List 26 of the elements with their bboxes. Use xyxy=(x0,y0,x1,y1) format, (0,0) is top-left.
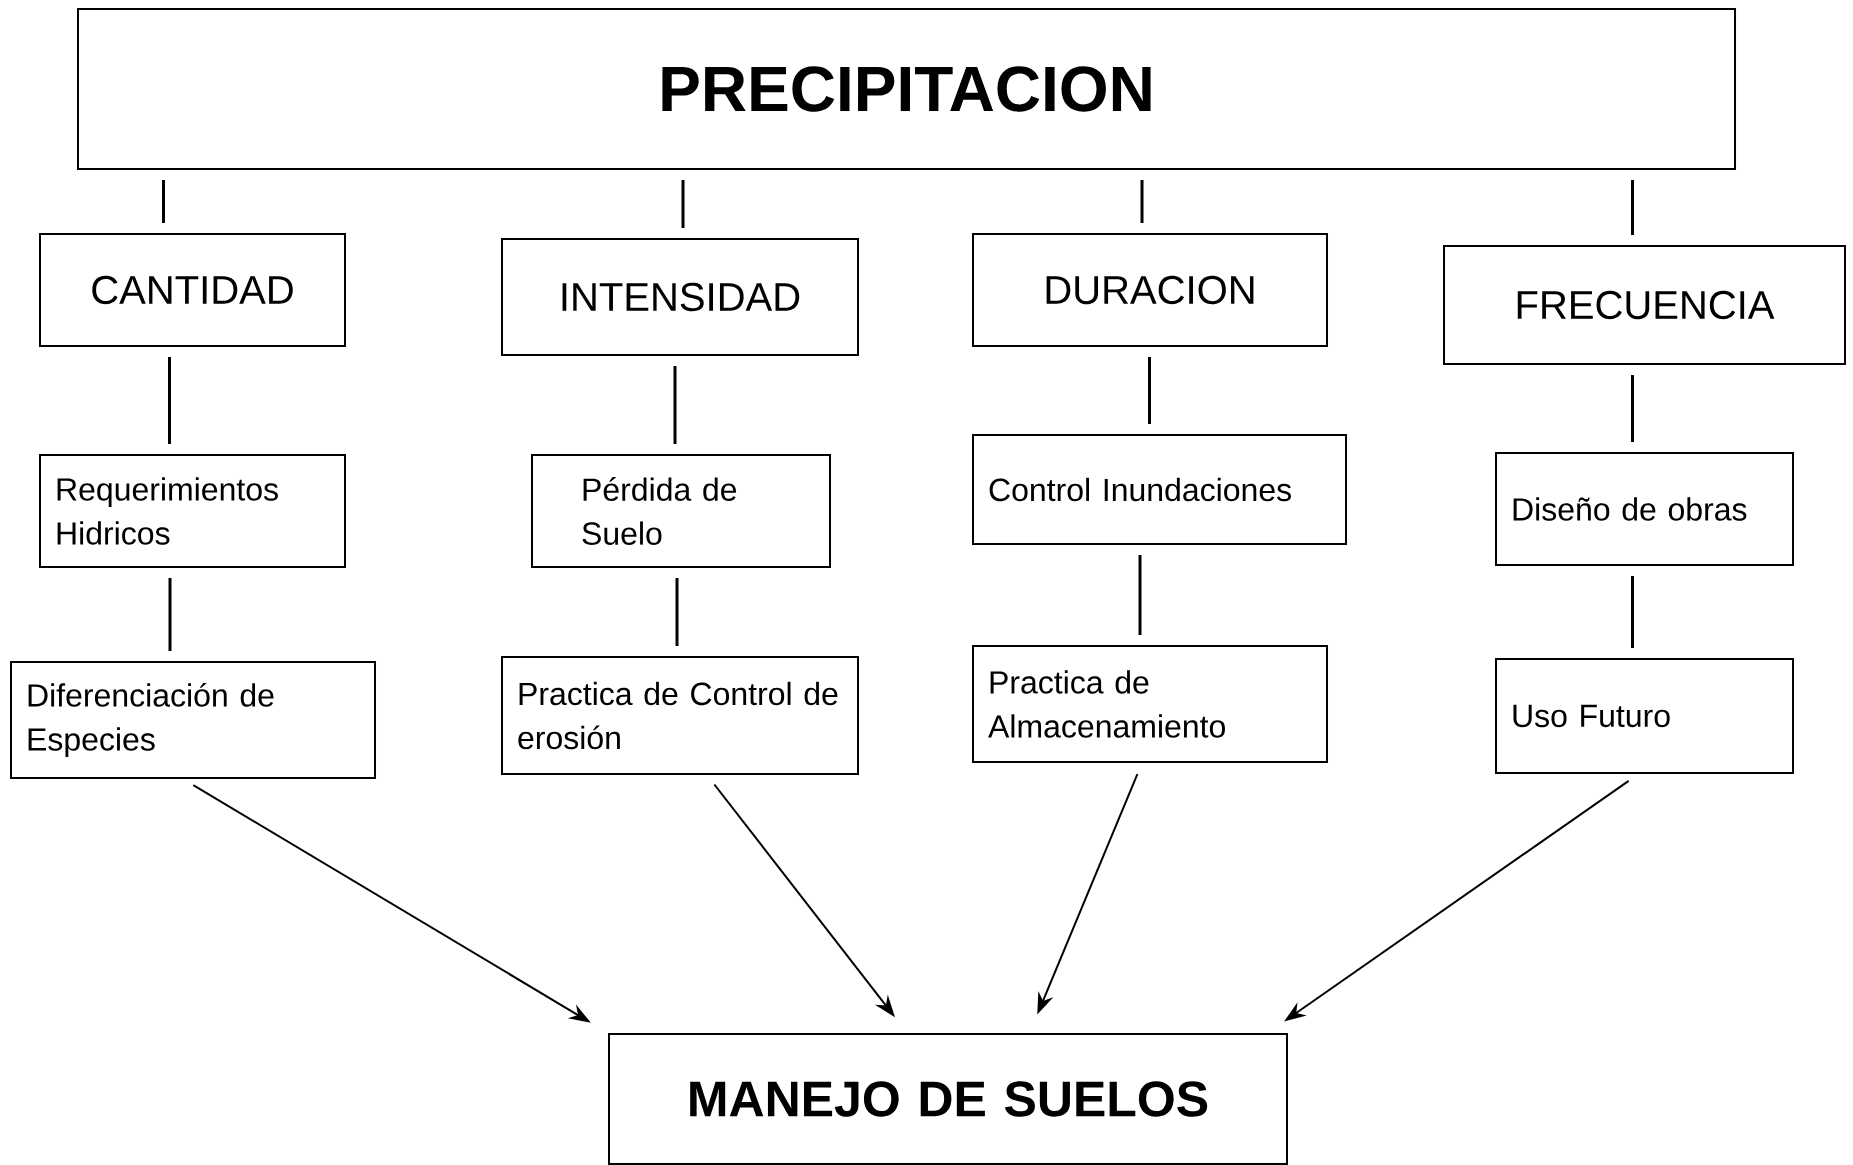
process-box: Practica de Control de erosión xyxy=(501,656,859,775)
category-box: INTENSIDAD xyxy=(501,238,859,356)
connector-line xyxy=(1631,576,1634,648)
category-box: DURACION xyxy=(972,233,1328,347)
connector-line xyxy=(162,180,165,223)
connector-line xyxy=(1631,180,1634,235)
process-box: Uso Futuro xyxy=(1495,658,1794,774)
category-box: CANTIDAD xyxy=(39,233,346,347)
process-box: Requerimientos Hidricos xyxy=(39,454,346,568)
process-box: Control Inundaciones xyxy=(972,434,1347,545)
title-box: PRECIPITACION xyxy=(77,8,1736,170)
process-box: Diseño de obras xyxy=(1495,452,1794,566)
connector-line xyxy=(681,180,685,228)
process-box: Practica de Almacenamiento xyxy=(972,645,1328,763)
connector-line xyxy=(168,578,172,651)
connector-line xyxy=(1140,180,1144,223)
process-box: Diferenciación de Especies xyxy=(10,661,376,779)
process-box: Pérdida de Suelo xyxy=(531,454,831,568)
connector-line xyxy=(1631,375,1634,442)
result-box: MANEJO DE SUELOS xyxy=(608,1033,1288,1165)
connector-line xyxy=(168,357,171,444)
connector-line xyxy=(673,366,677,444)
connector-line xyxy=(1138,555,1142,635)
connector-line xyxy=(675,578,679,646)
category-box: FRECUENCIA xyxy=(1443,245,1846,365)
connector-line xyxy=(1148,357,1151,424)
